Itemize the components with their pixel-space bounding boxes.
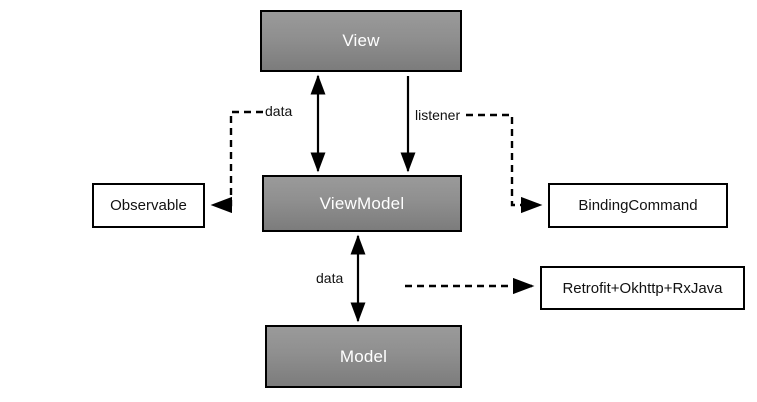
edge-data-to-observable (210, 110, 263, 214)
node-view-label: View (342, 31, 380, 50)
node-model[interactable]: Model (265, 325, 462, 388)
node-model-label: Model (339, 346, 388, 366)
node-bindingcommand-label: BindingCommand (578, 197, 698, 214)
node-bindingcommand[interactable]: BindingCommand (548, 183, 728, 228)
edge-label-data-bottom: data (316, 270, 344, 286)
node-viewmodel-label: ViewModel (319, 193, 405, 213)
node-observable-label: Observable (110, 197, 187, 214)
edge-listener-to-bindingcommand (466, 113, 543, 214)
node-view[interactable]: View (260, 10, 462, 72)
node-observable[interactable]: Observable (92, 183, 205, 228)
edge-label-listener: listener (415, 107, 461, 123)
node-network-stack-label: Retrofit+Okhttp+RxJava (562, 279, 723, 297)
node-network-stack[interactable]: Retrofit+Okhttp+RxJava (540, 266, 745, 310)
edge-label-data-top: data (265, 103, 293, 119)
node-viewmodel[interactable]: ViewModel (262, 175, 462, 232)
